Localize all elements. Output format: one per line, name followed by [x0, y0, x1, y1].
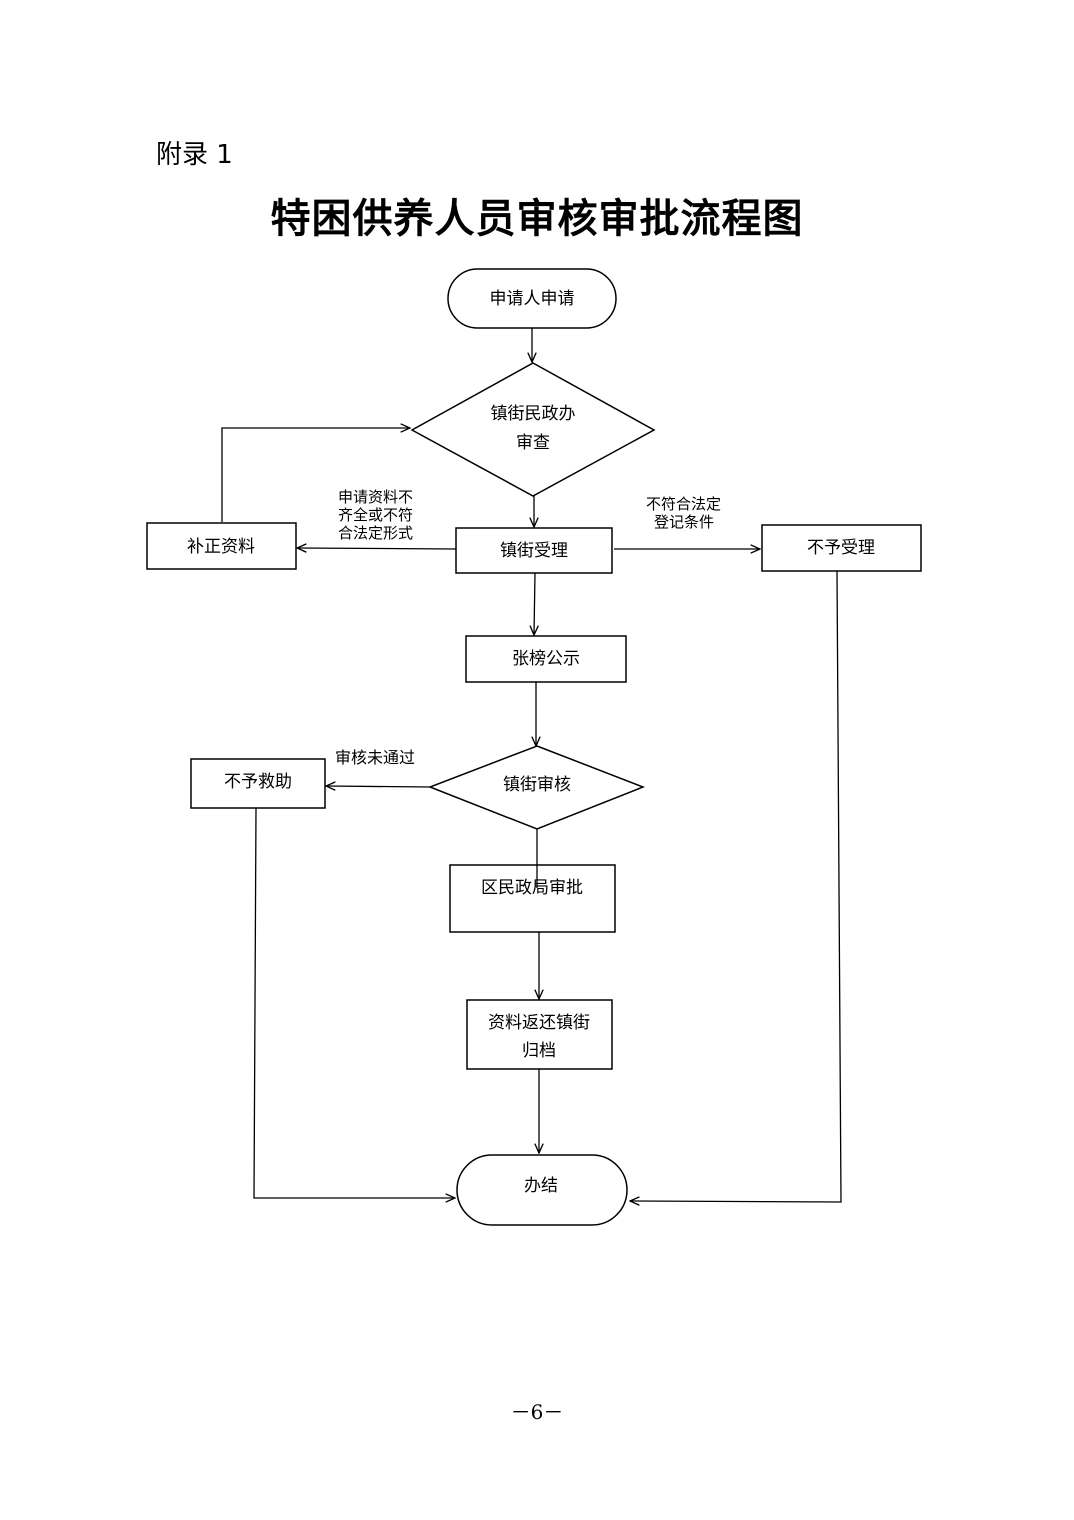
page-number: －6－: [510, 1400, 564, 1424]
process-shape: [466, 999, 613, 1070]
terminal-shape: [447, 268, 617, 329]
node-done-label: 办结: [524, 1176, 558, 1196]
edge-label-incomplete-1: 申请资料不: [338, 488, 413, 506]
node-review: 镇街民政办 审查: [410, 362, 656, 497]
edge-label-not-eligible: 不符合法定 登记条件: [646, 495, 721, 531]
edge-supplement-review: [221, 428, 410, 522]
edge-audit-noaid: [326, 786, 431, 787]
process-shape: [449, 864, 616, 933]
node-review-label-1: 镇街民政办: [491, 404, 576, 424]
node-archive-label-1: 资料返还镇街: [488, 1013, 590, 1033]
node-town-audit-label: 镇街审核: [503, 775, 571, 795]
process-shape: [455, 527, 613, 574]
process-shape: [146, 522, 297, 570]
node-archive: 资料返还镇街 归档: [466, 999, 613, 1070]
node-no-aid-label: 不予救助: [224, 772, 292, 792]
edge-label-incomplete: 申请资料不 齐全或不符 合法定形式: [338, 488, 413, 542]
node-accept-label: 镇街受理: [500, 541, 568, 561]
edge-noaid-done: [253, 807, 455, 1198]
node-archive-label-2: 归档: [522, 1041, 556, 1061]
node-district-approve-label: 区民政局审批: [481, 878, 583, 898]
page-title: 特困供养人员审核审批流程图: [270, 195, 804, 242]
node-district-approve: 区民政局审批: [449, 864, 616, 933]
decision-shape: [427, 745, 646, 830]
node-done: 办结: [456, 1154, 628, 1226]
node-publicity: 张榜公示: [465, 635, 627, 683]
node-publicity-label: 张榜公示: [512, 649, 580, 669]
process-shape: [190, 758, 326, 809]
appendix-label: 附录 1: [156, 140, 233, 170]
decision-shape: [410, 362, 656, 497]
node-reject-accept-label: 不予受理: [807, 538, 875, 558]
node-accept: 镇街受理: [455, 527, 613, 574]
node-apply: 申请人申请: [447, 268, 617, 329]
edge-label-not-eligible-1: 不符合法定: [646, 495, 721, 513]
node-review-label-2: 审查: [516, 433, 550, 453]
node-apply-label: 申请人申请: [490, 289, 575, 309]
node-town-audit: 镇街审核: [427, 745, 646, 830]
node-supplement: 补正资料: [146, 522, 297, 570]
edge-accept-publicity: [534, 572, 535, 635]
process-shape: [465, 635, 627, 683]
node-no-aid: 不予救助: [190, 758, 326, 809]
edge-label-incomplete-3: 合法定形式: [338, 524, 413, 542]
edge-label-incomplete-2: 齐全或不符: [338, 506, 413, 524]
edges: [221, 328, 842, 1202]
edge-label-not-eligible-2: 登记条件: [654, 513, 714, 531]
edge-accept-supplement: [297, 548, 457, 549]
edge-reject-done: [630, 570, 842, 1202]
terminal-shape: [456, 1154, 628, 1226]
node-reject-accept: 不予受理: [761, 524, 922, 572]
process-shape: [761, 524, 922, 572]
node-supplement-label: 补正资料: [187, 537, 255, 557]
edge-label-audit-failed: 审核未通过: [335, 748, 415, 767]
